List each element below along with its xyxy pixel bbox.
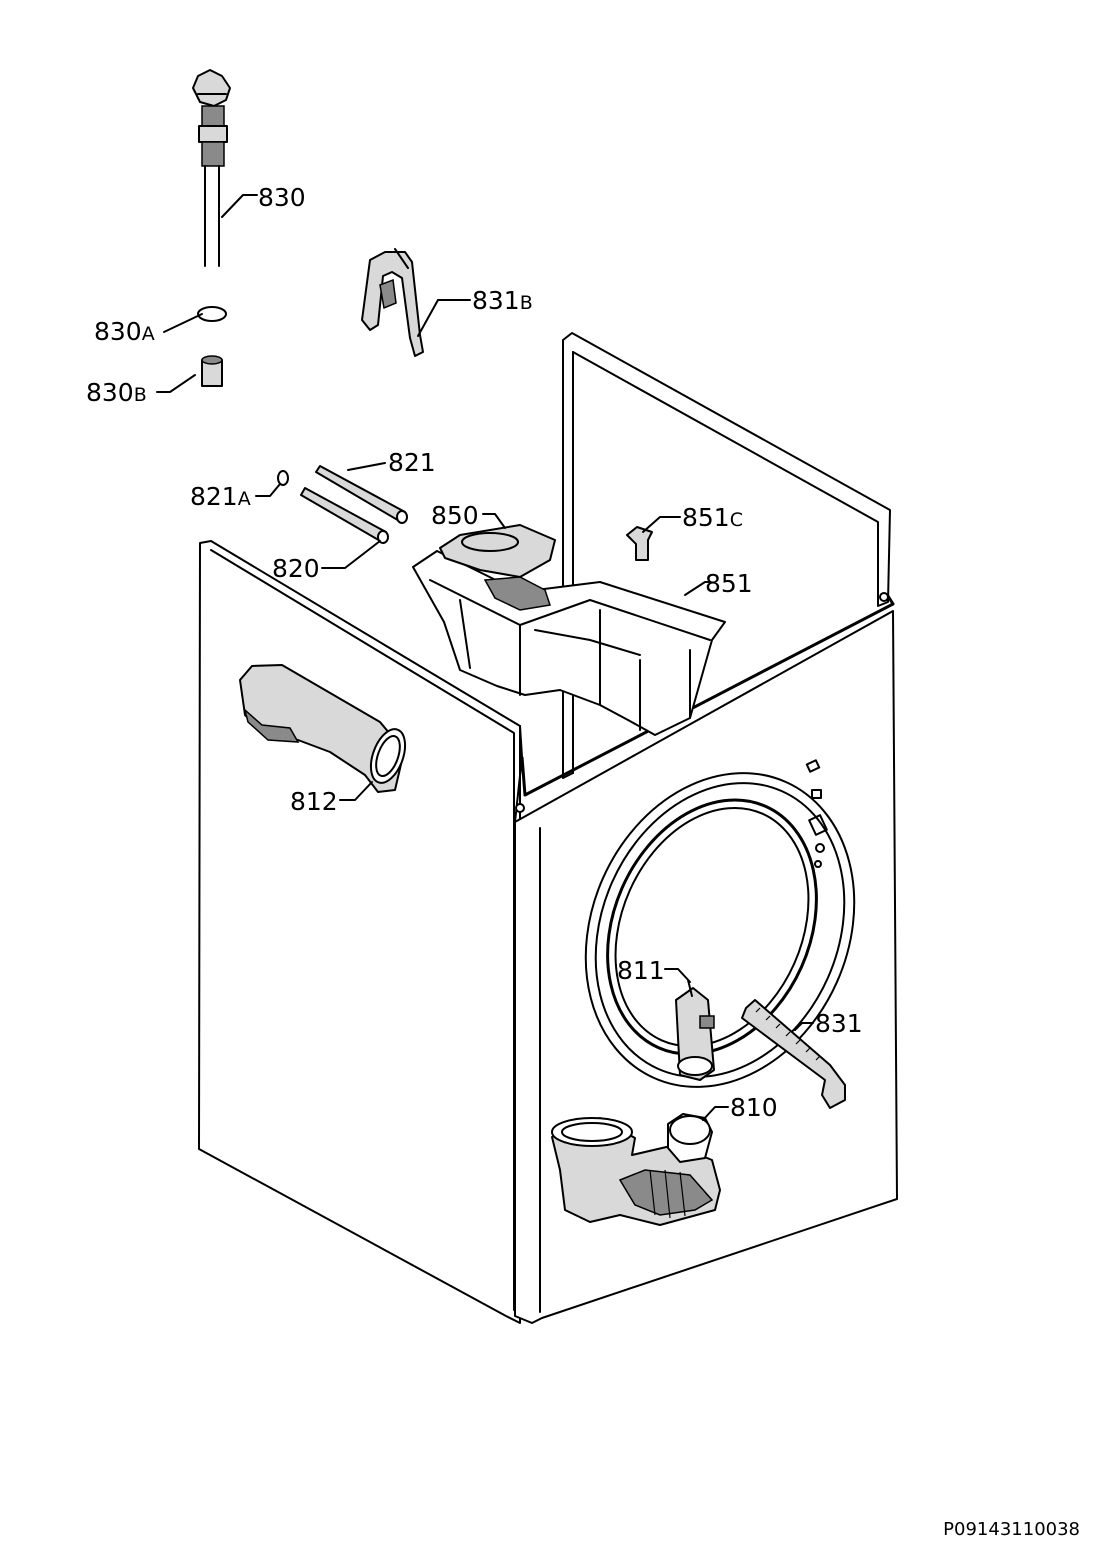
hose-guide (361, 248, 424, 357)
sump-assembly (551, 1113, 721, 1226)
label-812: 812 (290, 787, 338, 816)
label-851: 851 (705, 569, 753, 598)
label-820: 820 (272, 554, 320, 583)
label-831: 831 (815, 1009, 863, 1038)
seal-ring (197, 306, 227, 322)
clip (277, 470, 289, 486)
detergent-dispenser (412, 524, 726, 736)
label-830b: 830B (86, 378, 147, 407)
connection-hose (239, 664, 407, 793)
screw-icon (515, 803, 525, 813)
label-830: 830 (258, 183, 306, 212)
leader-lines (156, 194, 814, 1121)
pressure-chamber (675, 979, 715, 1081)
label-831b: 831B (472, 286, 533, 315)
document-code: P09143110038 (943, 1519, 1080, 1540)
drain-hose (741, 999, 846, 1109)
label-810: 810 (730, 1093, 778, 1122)
label-851c: 851C (682, 503, 743, 532)
screw-icon (879, 592, 889, 602)
label-821a: 821A (190, 482, 251, 511)
filter-sleeve (201, 355, 223, 387)
inlet-hose (192, 69, 231, 267)
tubes (277, 465, 408, 544)
label-830a: 830A (94, 317, 155, 346)
part-labels: 830 830A 830B 831B 821 821A 820 850 851C… (86, 183, 863, 1122)
label-811: 811 (617, 956, 665, 985)
label-850: 850 (431, 501, 479, 530)
clip-part (626, 526, 653, 561)
label-821: 821 (388, 448, 436, 477)
door-opening (584, 759, 856, 1088)
